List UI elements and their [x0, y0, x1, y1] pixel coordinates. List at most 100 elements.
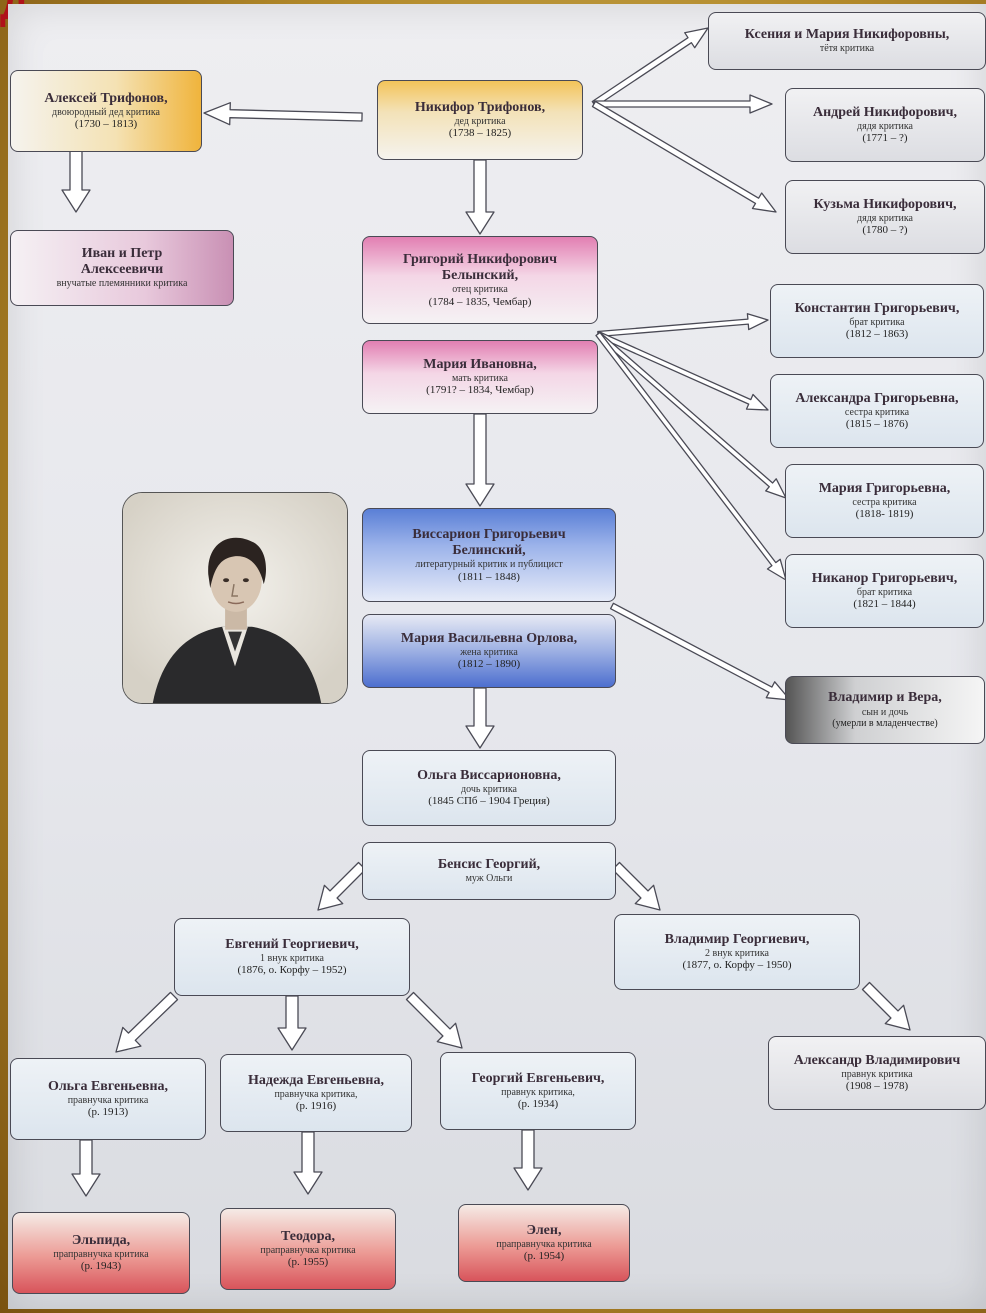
arrow-nikifor-to-andrey: [593, 94, 773, 114]
person-dates: (1876, о. Корфу – 1952): [237, 964, 347, 977]
person-dates: (р. 1955): [287, 1256, 329, 1269]
person-box-vladimir-vera: Владимир и Вера, сын и дочь (умерли в мл…: [785, 676, 985, 744]
person-name: Бенсис Георгий,: [437, 857, 541, 873]
person-box-elen: Элен, праправнучка критика (р. 1954): [458, 1204, 630, 1282]
person-dates: (р. 1954): [523, 1250, 565, 1263]
person-name: Никанор Григорьевич,: [811, 570, 958, 586]
person-box-mariya-grigorievna: Мария Григорьевна, сестра критика (1818-…: [785, 464, 984, 538]
person-name: Иван и Петр Алексеевичи: [80, 246, 164, 278]
person-dates: (1845 СПб – 1904 Греция): [428, 795, 550, 808]
person-name: Ольга Евгеньевна,: [47, 1078, 169, 1094]
person-box-teodora: Теодора, праправнучка критика (р. 1955): [220, 1208, 396, 1290]
person-role: дядя критика: [857, 120, 913, 132]
person-role: литературный критик и публицист: [415, 559, 563, 571]
person-name: Надежда Евгеньевна,: [247, 1072, 384, 1088]
person-name: Мария Васильевна Орлова,: [400, 630, 578, 646]
person-role: дядя критика: [857, 212, 913, 224]
person-name: Александр Владимирович: [793, 1052, 961, 1068]
person-box-olga-vissarionovna: Ольга Виссарионовна, дочь критика (1845 …: [362, 750, 616, 826]
person-name: Теодора,: [281, 1228, 335, 1244]
person-dates: (1815 – 1876): [845, 418, 909, 431]
arrow-nikifor-to-kuzma: [591, 100, 777, 213]
person-box-georgiy: Георгий Евгеньевич, правнук критика, (р.…: [440, 1052, 636, 1130]
portrait-frame: [122, 492, 348, 704]
arrow-nikifor-to-aleksey: [203, 102, 363, 126]
arrow-bensis-to-evgeniy: [317, 861, 367, 911]
arrow-orlova-to-olga: [465, 687, 495, 749]
arrow-nadezhda-to-teodora: [293, 1131, 323, 1195]
person-name: Элен,: [526, 1222, 562, 1238]
person-name: Эльпида,: [71, 1232, 131, 1248]
person-name: Константин Григорьевич,: [794, 300, 960, 316]
person-role: дочь критика: [461, 783, 517, 795]
person-box-nikanor: Никанор Григорьевич, брат критика (1821 …: [785, 554, 984, 628]
arrow-grigoriy-to-nikanor: [595, 331, 787, 581]
arrow-evgeniy-to-nadezhda: [277, 995, 307, 1051]
arrow-olga-e-to-elpida: [71, 1139, 101, 1197]
arrow-grigoriy-to-aleksandra: [596, 331, 769, 411]
person-name: Владимир Георгиевич,: [664, 931, 810, 947]
person-role: правнучка критика,: [274, 1088, 358, 1100]
person-box-kuzma: Кузьма Никифорович, дядя критика (1780 –…: [785, 180, 985, 254]
person-name: Григорий Никифорович Белынский,: [402, 251, 558, 283]
person-role: мать критика: [452, 372, 508, 384]
arrow-mariya-to-vissarion: [465, 413, 495, 507]
person-box-nadezhda: Надежда Евгеньевна, правнучка критика, (…: [220, 1054, 412, 1132]
person-box-vladimir-georgievich: Владимир Георгиевич, 2 внук критика (187…: [614, 914, 860, 990]
person-dates: (1791? – 1834, Чембар): [426, 384, 534, 397]
person-box-kseniya-mariya: Ксения и Мария Никифоровны, тётя критика: [708, 12, 986, 70]
arrow-aleksey-to-ivan: [61, 149, 91, 213]
person-dates: (1730 – 1813): [74, 118, 138, 131]
person-name: Алексей Трифонов,: [44, 90, 168, 106]
person-dates: (1821 – 1844): [853, 598, 916, 611]
person-role: сестра критика: [852, 496, 917, 508]
person-role: внучатые племянники критика: [56, 278, 188, 290]
person-dates: (1771 – ?): [862, 132, 908, 145]
person-box-nikifor: Никифор Трифонов, дед критика (1738 – 18…: [377, 80, 583, 160]
person-dates: (р. 1913): [87, 1106, 129, 1119]
portrait-engraving-icon: [123, 493, 347, 703]
person-role: дед критика: [454, 115, 506, 127]
arrow-nikifor-to-kseniya: [591, 27, 709, 108]
person-role: правнук критика,: [501, 1086, 575, 1098]
person-name: Мария Григорьевна,: [818, 480, 951, 496]
person-role: жена критика: [460, 646, 518, 658]
person-name: Ольга Виссарионовна,: [417, 767, 561, 783]
person-dates: (1908 – 1978): [845, 1080, 909, 1093]
person-dates: (1877, о. Корфу – 1950): [682, 959, 792, 972]
arrow-grigoriy-to-konstantin: [597, 313, 769, 338]
person-role: муж Ольги: [465, 873, 513, 885]
person-role: правнук критика: [841, 1068, 913, 1080]
person-role: праправнучка критика: [53, 1248, 149, 1260]
person-role: праправнучка критика: [260, 1244, 356, 1256]
person-name: Георгий Евгеньевич,: [471, 1070, 605, 1086]
person-role: тётя критика: [819, 43, 875, 55]
person-name: Ксения и Мария Никифоровны,: [744, 27, 950, 43]
person-box-ivan-petr: Иван и Петр Алексеевичи внучатые племянн…: [10, 230, 234, 306]
person-role: сын и дочь: [861, 706, 909, 718]
person-role: отец критика: [452, 284, 508, 296]
person-box-konstantin: Константин Григорьевич, брат критика (18…: [770, 284, 984, 358]
person-name: Владимир и Вера,: [828, 690, 942, 706]
person-role: праправнучка критика: [496, 1238, 592, 1250]
person-dates: (1811 – 1848): [458, 570, 520, 583]
person-name: Александра Григорьевна,: [795, 390, 959, 406]
person-role: 1 внук критика: [259, 952, 324, 964]
person-dates: (умерли в младенчестве): [832, 718, 938, 730]
person-dates: (1784 – 1835, Чембар): [428, 295, 532, 308]
arrow-nikifor-to-grigoriy: [465, 159, 495, 235]
person-box-mariya-ivanovna: Мария Ивановна, мать критика (1791? – 18…: [362, 340, 598, 414]
person-dates: (р. 1916): [295, 1100, 337, 1113]
person-name: Андрей Никифорович,: [812, 104, 958, 120]
arrow-orlova-to-vladimir-vera: [609, 602, 791, 701]
person-name: Виссарион Григорьевич Белинский,: [412, 526, 566, 558]
arrow-evgeniy-to-georgiy: [405, 991, 463, 1049]
person-box-aleksandra: Александра Григорьевна, сестра критика (…: [770, 374, 984, 448]
arrow-georgiy-to-elen: [513, 1129, 543, 1191]
person-box-grigoriy: Григорий Никифорович Белынский, отец кри…: [362, 236, 598, 324]
person-box-elpida: Эльпида, праправнучка критика (р. 1943): [12, 1212, 190, 1294]
arrow-evgeniy-to-olga-e: [115, 991, 179, 1053]
person-box-andrey: Андрей Никифорович, дядя критика (1771 –…: [785, 88, 985, 162]
person-box-olga-evgenievna: Ольга Евгеньевна, правнучка критика (р. …: [10, 1058, 206, 1140]
person-name: Никифор Трифонов,: [414, 99, 546, 115]
